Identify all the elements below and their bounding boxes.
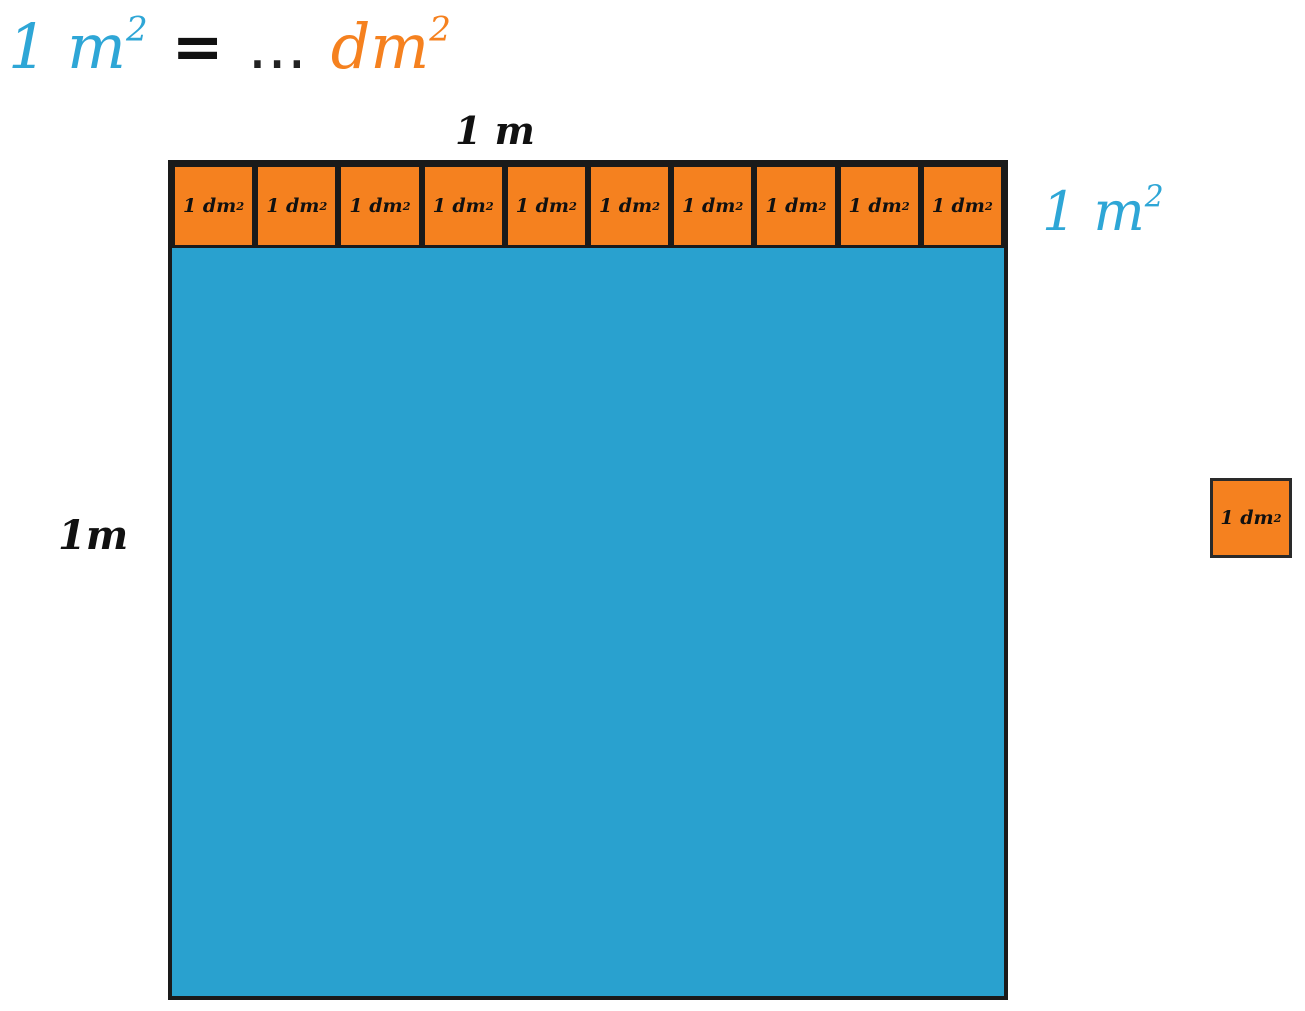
dm2-tile-label: 1 dm (848, 195, 902, 217)
equation-equals-sign: = (171, 10, 224, 83)
dm2-tile-label: 1 dm (765, 195, 819, 217)
equation-lhs-exponent: 2 (125, 9, 148, 50)
dm2-tile-label: 1 dm (682, 195, 736, 217)
loose-tile-label: 1 dm (1220, 507, 1274, 529)
dm2-tile-label: 1 dm (598, 195, 653, 217)
equation-blank-dots: ... (247, 10, 307, 83)
dm2-tile-label: 1 dm (183, 195, 237, 217)
dm2-tile-label: 1 dm (349, 195, 403, 217)
equation-rhs-exponent: 2 (429, 9, 451, 50)
top-side-label: 1 m (455, 108, 535, 153)
dm2-tile-label: 1 dm (432, 195, 486, 217)
equation-rhs: dm2 (330, 9, 451, 83)
square-area-exponent: 2 (1144, 179, 1164, 215)
equation-title: 1 m2 = ... dm2 (8, 2, 451, 92)
square-area-label: 1 m2 (1042, 179, 1164, 243)
equation-lhs: 1 m2 (8, 9, 148, 83)
dm2-tile-label: 1 dm (515, 195, 569, 217)
dm2-tile-label: 1 dm (931, 195, 985, 217)
dm2-tile-label: 1 dm (266, 195, 320, 217)
left-side-label: 1m (58, 512, 129, 559)
